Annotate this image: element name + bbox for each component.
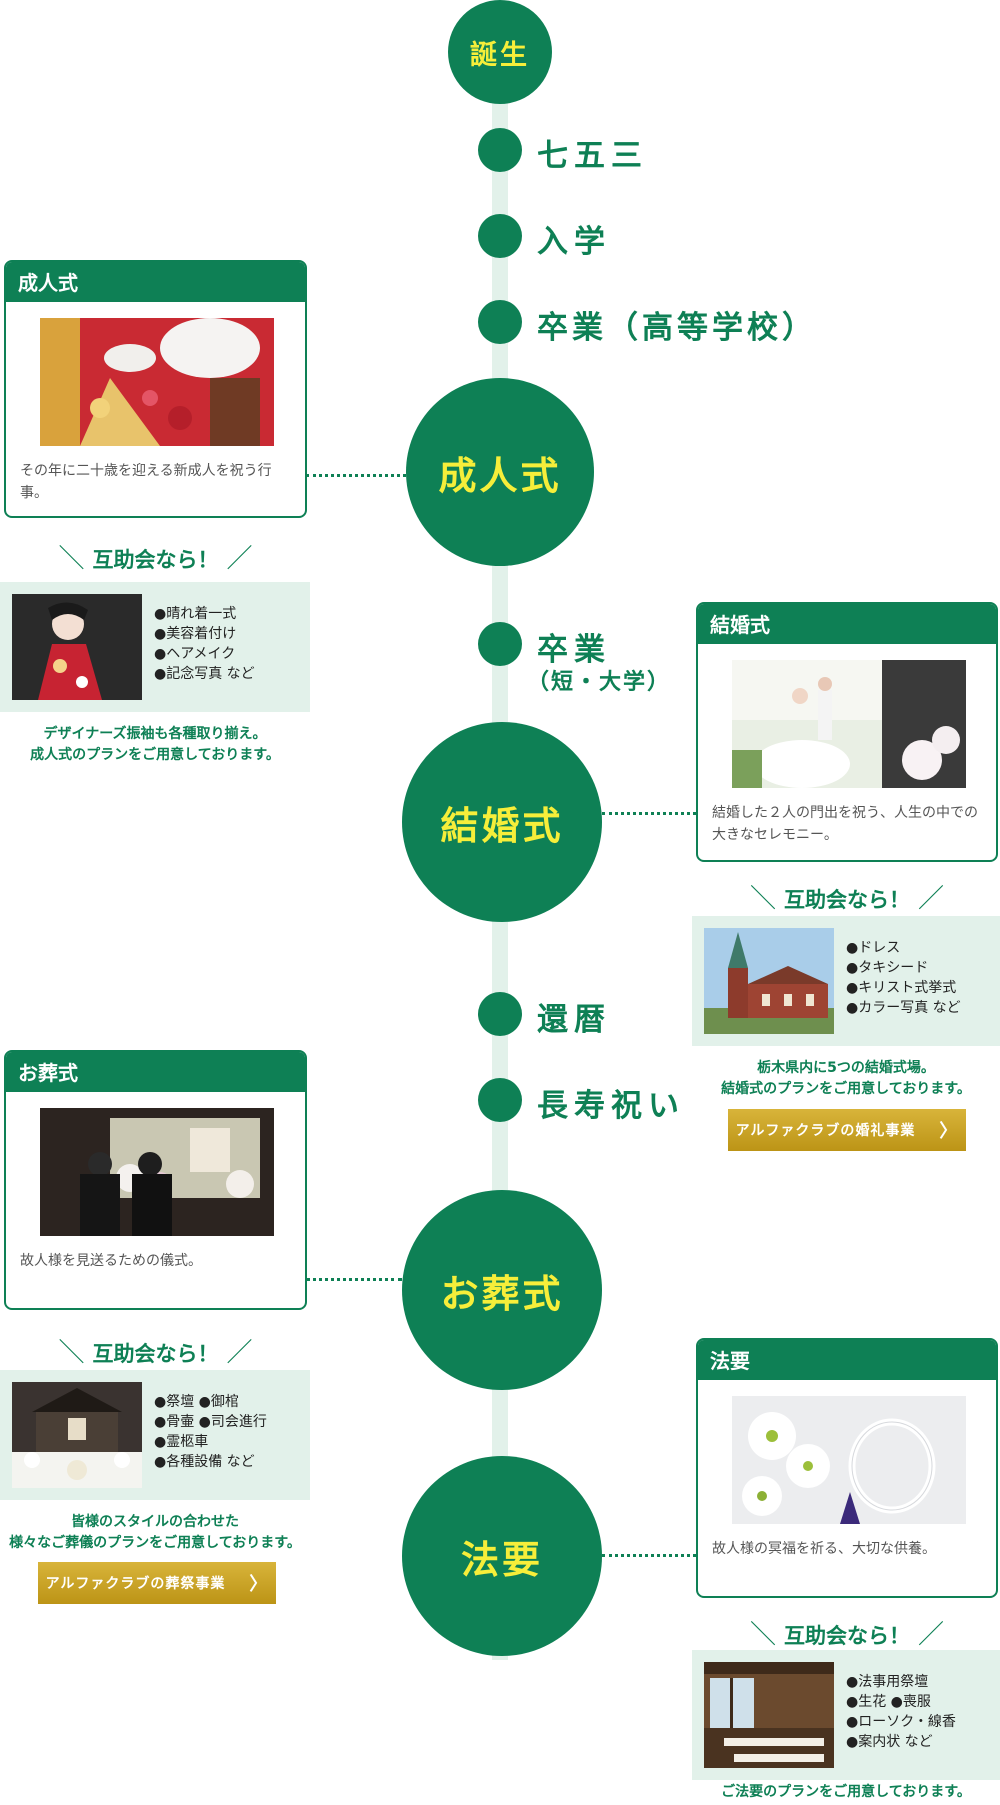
note-ososhiki: 皆様のスタイルの合わせた 様々なご葬儀のプランをご用意しております。	[0, 1512, 310, 1554]
note-hoyo: ご法要のプランをご用意しております。	[692, 1782, 1000, 1803]
benefit-item: ●各種設備 など	[154, 1454, 255, 1470]
milestone-sotsugyo-high: 卒業（高等学校）	[537, 310, 817, 346]
card-title: 成人式	[6, 262, 305, 302]
note-kekkonshiki: 栃木県内に5つの結婚式場。 結婚式のプランをご用意しております。	[692, 1058, 1000, 1100]
note-line: 結婚式のプランをご用意しております。	[721, 1081, 971, 1097]
milestone-dot	[478, 1078, 522, 1122]
benefit-item: ●骨壷 ●司会進行	[154, 1414, 267, 1430]
connector-hoyo	[602, 1554, 696, 1557]
photo-wedding-ceremony	[732, 660, 966, 788]
slash-decor: ／	[918, 884, 945, 914]
benefit-list: ●ドレス ●タキシード ●キリスト式挙式 ●カラー写真 など	[846, 938, 961, 1018]
photo-chapel	[704, 928, 834, 1034]
photo-furisode	[40, 318, 274, 446]
milestone-dot	[478, 992, 522, 1036]
milestone-dot	[478, 214, 522, 258]
card-seijinshiki: 成人式 その年に二十歳を迎える新成人を祝う行事。	[4, 260, 307, 518]
note-seijinshiki: デザイナーズ振袖も各種取り揃え。 成人式のプランをご用意しております。	[0, 724, 310, 766]
chevron-right-icon: 〉	[939, 1121, 959, 1142]
benefit-item: ●ヘアメイク	[154, 646, 236, 662]
card-description: 故人様を見送るための儀式。	[20, 1253, 202, 1269]
benefit-item: ●生花 ●喪服	[846, 1694, 931, 1710]
slash-decor: ＼	[58, 544, 85, 574]
benefit-item: ●カラー写真 など	[846, 1000, 961, 1016]
benefit-item: ●ドレス	[846, 940, 901, 956]
note-line: 栃木県内に5つの結婚式場。	[757, 1060, 935, 1076]
milestone-kanreki: 還暦	[537, 1002, 611, 1038]
connector-ososhiki	[306, 1278, 402, 1281]
card-ososhiki: お葬式 故人様を見送るための儀式。	[4, 1050, 307, 1310]
kojo-heading-ososhiki: ＼互助会なら！／	[4, 1332, 307, 1369]
note-line: ご法要のプランをご用意しております。	[721, 1784, 971, 1800]
milestone-dot	[478, 128, 522, 172]
milestone-dot	[478, 622, 522, 666]
card-description: 故人様の冥福を祈る、大切な供養。	[712, 1541, 936, 1557]
card-hoyo: 法要 故人様の冥福を祈る、大切な供養。	[696, 1338, 998, 1598]
note-line: 様々なご葬儀のプランをご用意しております。	[9, 1535, 301, 1551]
benefit-list: ●晴れ着一式 ●美容着付け ●ヘアメイク ●記念写真 など	[154, 604, 255, 684]
kojo-heading-hoyo: ＼互助会なら！／	[694, 1614, 1000, 1651]
benefit-list: ●祭壇 ●御棺 ●骨壷 ●司会進行 ●霊柩車 ●各種設備 など	[154, 1392, 267, 1472]
slash-decor: ＼	[749, 884, 776, 914]
benefit-list: ●法事用祭壇 ●生花 ●喪服 ●ローソク・線香 ●案内状 など	[846, 1672, 956, 1752]
milestone-shichigosan: 七五三	[537, 138, 648, 174]
major-seijinshiki: 成人式	[406, 378, 594, 566]
card-title: 法要	[698, 1340, 996, 1380]
slash-decor: ＼	[749, 1620, 776, 1650]
note-line: 皆様のスタイルの合わせた	[71, 1514, 239, 1530]
benefit-item: ●案内状 など	[846, 1734, 933, 1750]
slash-decor: ／	[918, 1620, 945, 1650]
major-hoyo: 法要	[402, 1456, 602, 1656]
benefit-box-ososhiki: ●祭壇 ●御棺 ●骨壷 ●司会進行 ●霊柩車 ●各種設備 など	[0, 1370, 310, 1500]
kojo-heading-seijinshiki: ＼互助会なら！／	[4, 538, 307, 575]
slash-decor: ／	[226, 544, 253, 574]
benefit-item: ●霊柩車	[154, 1434, 209, 1450]
major-ososhiki: お葬式	[402, 1190, 602, 1390]
note-line: 成人式のプランをご用意しております。	[30, 747, 280, 763]
milestone-choju: 長寿祝い	[537, 1088, 685, 1124]
wedding-business-button[interactable]: アルファクラブの婚礼事業 〉	[728, 1109, 966, 1151]
milestone-sotsugyo-univ-sub: （短・大学）	[527, 670, 672, 695]
benefit-item: ●ローソク・線香	[846, 1714, 956, 1730]
major-kekkonshiki: 結婚式	[402, 722, 602, 922]
milestone-dot	[478, 300, 522, 344]
milestone-sotsugyo-univ: 卒業	[537, 632, 611, 668]
card-title: お葬式	[6, 1052, 305, 1092]
photo-funeral-ceremony	[40, 1108, 274, 1236]
card-description: 結婚した２人の門出を祝う、人生の中での大きなセレモニー。	[712, 805, 978, 843]
benefit-item: ●法事用祭壇	[846, 1674, 929, 1690]
benefit-item: ●タキシード	[846, 960, 929, 976]
benefit-box-hoyo: ●法事用祭壇 ●生花 ●喪服 ●ローソク・線香 ●案内状 など	[692, 1650, 1000, 1780]
benefit-item: ●晴れ着一式	[154, 606, 237, 622]
note-line: デザイナーズ振袖も各種取り揃え。	[43, 726, 267, 742]
kojo-heading-kekkonshiki: ＼互助会なら！／	[694, 878, 1000, 915]
photo-banquet-hall	[704, 1662, 834, 1768]
photo-funeral-altar	[12, 1382, 142, 1488]
slash-decor: ＼	[58, 1338, 85, 1368]
benefit-item: ●美容着付け	[154, 626, 237, 642]
card-kekkonshiki: 結婚式 結婚した２人の門出を祝う、人生の中での大きなセレモニー。	[696, 602, 998, 862]
benefit-item: ●祭壇 ●御棺	[154, 1394, 239, 1410]
benefit-item: ●キリスト式挙式	[846, 980, 957, 996]
connector-kekkonshiki	[602, 812, 696, 815]
chevron-right-icon: 〉	[249, 1574, 269, 1595]
card-description: その年に二十歳を迎える新成人を祝う行事。	[20, 463, 272, 501]
benefit-item: ●記念写真 など	[154, 666, 255, 682]
milestone-nyugaku: 入学	[537, 224, 611, 260]
benefit-box-kekkonshiki: ●ドレス ●タキシード ●キリスト式挙式 ●カラー写真 など	[692, 916, 1000, 1046]
funeral-business-button[interactable]: アルファクラブの葬祭事業 〉	[38, 1562, 276, 1604]
timeline-birth: 誕生	[448, 0, 552, 104]
connector-seijinshiki	[306, 474, 406, 477]
card-title: 結婚式	[698, 604, 996, 644]
photo-flowers-beads	[732, 1396, 966, 1524]
photo-kimono-model	[12, 594, 142, 700]
benefit-box-seijinshiki: ●晴れ着一式 ●美容着付け ●ヘアメイク ●記念写真 など	[0, 582, 310, 712]
slash-decor: ／	[226, 1338, 253, 1368]
